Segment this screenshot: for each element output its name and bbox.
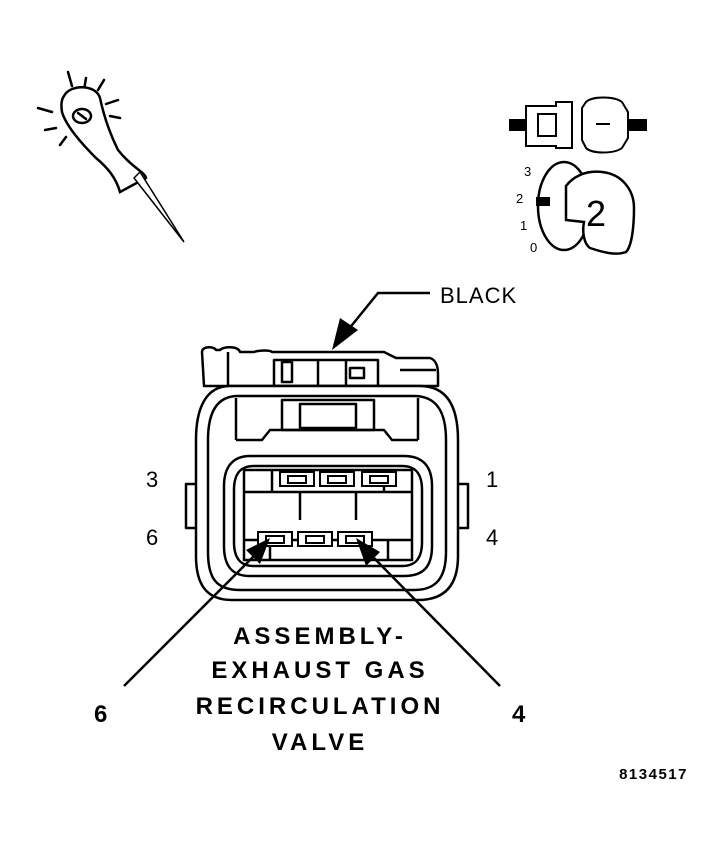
callout-leaders (123, 538, 501, 687)
key-position-0: 0 (530, 240, 537, 255)
back-probe-icon (36, 70, 185, 243)
connector-lock-icon (509, 96, 647, 154)
key-position-3: 3 (524, 164, 531, 179)
pin-label-3: 3 (146, 467, 158, 492)
title-line-2: EXHAUST GAS (211, 657, 428, 684)
component-title: ASSEMBLY- EXHAUST GAS RECIRCULATION VALV… (196, 623, 445, 756)
key-switch-icon: 3 2 1 0 2 (516, 160, 636, 255)
figure-id: 8134517 (619, 766, 688, 783)
pin-label-4: 4 (486, 525, 498, 550)
key-selected-position: 2 (586, 193, 606, 234)
title-line-3: RECIRCULATION (196, 693, 445, 720)
callout-pin-6: 6 (94, 701, 107, 728)
key-position-1: 1 (520, 218, 527, 233)
title-line-4: VALVE (272, 729, 368, 756)
callout-pin-4: 4 (512, 701, 526, 728)
pin-label-1: 1 (486, 467, 498, 492)
terminal-cavity-bottom-row (257, 531, 373, 547)
key-position-2: 2 (516, 191, 523, 206)
pin-label-6: 6 (146, 525, 158, 550)
color-callout: BLACK (332, 283, 517, 350)
terminal-cavity-top-row (279, 471, 397, 487)
title-line-1: ASSEMBLY- (233, 623, 407, 650)
connector-color-label: BLACK (440, 283, 517, 308)
